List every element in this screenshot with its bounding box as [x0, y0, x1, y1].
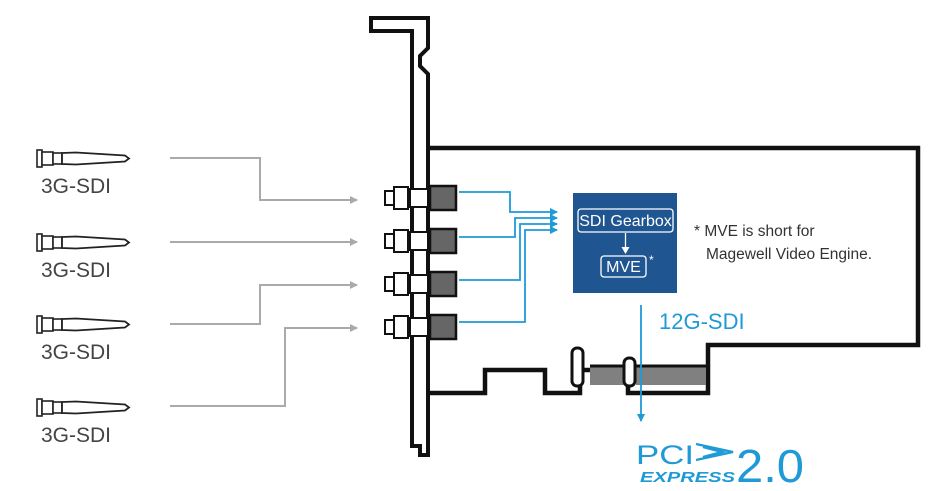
signal-line-2 [459, 214, 558, 238]
mve-asterisk: * [649, 253, 654, 267]
input-cable-2: 3G-SDI [36, 233, 130, 282]
bnc-port-1 [384, 184, 458, 212]
input-cable-4: 3G-SDI [36, 398, 130, 447]
mve-label: MVE [606, 259, 641, 276]
bnc-port-4 [384, 313, 458, 341]
pcie-edge-fingers [590, 364, 706, 385]
input-cable-1: 3G-SDI [36, 149, 130, 198]
mve-footnote-line2: Magewell Video Engine. [706, 246, 872, 263]
mounting-bracket [369, 16, 430, 457]
input-label: 3G-SDI [41, 175, 111, 198]
express-logo-text: EXPRESS [640, 469, 735, 486]
key-tab-left [570, 346, 585, 388]
input-label: 3G-SDI [41, 424, 111, 447]
bnc-port-3 [384, 270, 458, 298]
sdi-gearbox-box [577, 208, 674, 233]
output-label: 12G-SDI [659, 309, 745, 334]
sdi-gearbox-label: SDI Gearbox [579, 213, 671, 230]
mve-box [600, 255, 647, 278]
pci-logo-text: PCI [636, 440, 694, 470]
double-chevron-icon [695, 442, 734, 462]
bnc-port-2 [384, 227, 458, 255]
input-arrows [170, 157, 358, 407]
signal-lines [459, 191, 558, 323]
signal-line-4 [459, 226, 558, 323]
pci-express-logo: PCI EXPRESS 2.0 [636, 440, 804, 491]
pci-version: 2.0 [736, 440, 804, 491]
key-tab-right [622, 356, 637, 388]
input-label: 3G-SDI [41, 259, 111, 282]
input-arrow-1 [170, 157, 358, 204]
sdi-gearbox-chip: SDI Gearbox MVE * [573, 193, 677, 293]
input-cable-3: 3G-SDI [36, 315, 130, 364]
mve-footnote-line1: * MVE is short for [694, 223, 815, 240]
signal-line-1 [459, 191, 558, 216]
input-label: 3G-SDI [41, 341, 111, 364]
input-arrow-3 [170, 281, 358, 325]
input-arrow-4 [170, 324, 358, 407]
signal-line-3 [459, 220, 558, 281]
